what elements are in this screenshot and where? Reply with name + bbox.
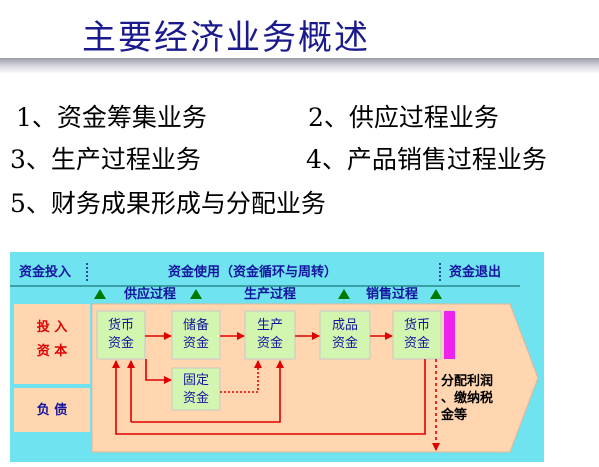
loop-arrow-outer — [112, 359, 426, 435]
stage-production: 生产过程 — [244, 286, 296, 302]
stage-marker-3 — [338, 289, 350, 299]
list-item-production: 3、生产过程业务 — [10, 145, 201, 174]
distribution-text-1: 分配利润 — [441, 373, 493, 389]
fund-use-label: 资金使用（资金循环与周转） — [168, 264, 337, 280]
exit-marker-bar — [444, 311, 455, 359]
node-finished-funds: 成品 资金 — [319, 310, 371, 360]
stage-marker-4 — [430, 289, 442, 299]
node-production-funds: 生产 资金 — [244, 310, 296, 360]
distribution-text-3: 金等 — [440, 407, 467, 423]
list-item-supply: 2、供应过程业务 — [308, 103, 499, 132]
page-title: 主要经济业务概述 — [82, 18, 370, 58]
svg-text:成品: 成品 — [332, 318, 358, 333]
svg-text:货币: 货币 — [108, 317, 134, 333]
loop-arrow-inner — [131, 360, 284, 423]
invested-capital-text-2: 资 本 — [37, 343, 68, 359]
svg-text:资金: 资金 — [183, 390, 209, 406]
arrow-monetary-to-fixed — [145, 359, 172, 384]
stage-supply: 供应过程 — [123, 286, 176, 302]
list-item-sales: 4、产品销售过程业务 — [306, 145, 547, 174]
stage-marker-1 — [94, 289, 106, 299]
svg-text:资金: 资金 — [183, 335, 209, 351]
node-reserve-funds: 储备 资金 — [171, 310, 221, 360]
invested-capital-text-1: 投 入 — [37, 319, 68, 335]
node-monetary-funds-2: 货币 资金 — [392, 310, 442, 360]
list-item-fund-raising: 1、资金筹集业务 — [16, 103, 207, 132]
stage-marker-2 — [190, 289, 202, 299]
arrow-fixed-to-production — [220, 360, 262, 393]
svg-text:生产: 生产 — [257, 318, 283, 333]
liabilities-text: 负 债 — [37, 402, 68, 418]
stage-sales: 销售过程 — [366, 286, 418, 302]
liabilities-box — [14, 388, 90, 432]
svg-text:货币: 货币 — [404, 317, 430, 333]
svg-text:资金: 资金 — [257, 335, 283, 351]
node-monetary-funds-1: 货币 资金 — [96, 310, 146, 360]
fund-input-label: 资金投入 — [19, 264, 71, 280]
svg-text:资金: 资金 — [108, 335, 134, 351]
list-item-financial-results: 5、财务成果形成与分配业务 — [10, 189, 326, 218]
fund-exit-label: 资金退出 — [449, 264, 501, 280]
svg-text:储备: 储备 — [183, 317, 209, 333]
svg-text:资金: 资金 — [332, 335, 358, 351]
node-fixed-funds: 固定 资金 — [171, 367, 221, 411]
svg-text:资金: 资金 — [404, 335, 430, 351]
distribution-text-2: 、缴纳税 — [441, 390, 493, 406]
svg-text:固定: 固定 — [183, 373, 209, 388]
invested-capital-box — [14, 304, 90, 384]
title-divider — [0, 58, 599, 74]
